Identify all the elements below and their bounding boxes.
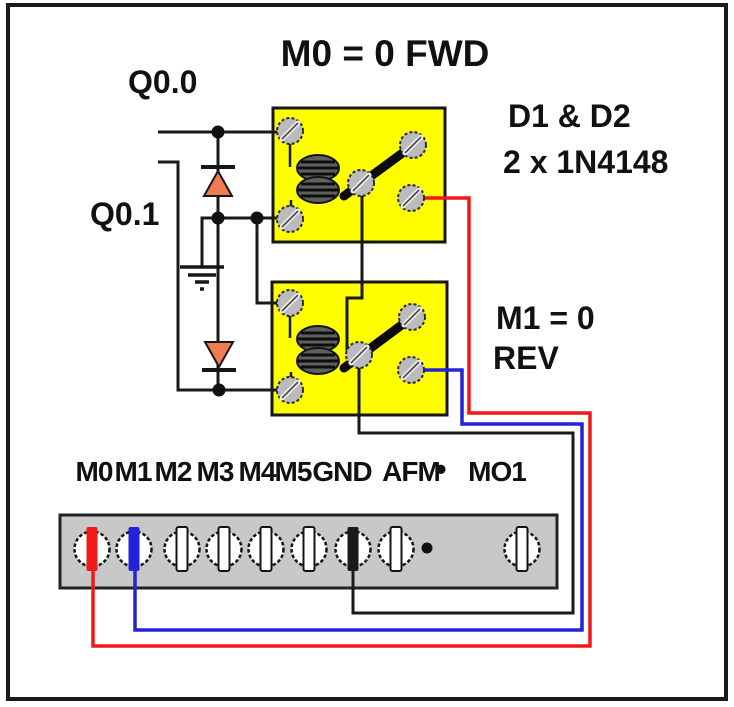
wire-blue-relay2-to-m1 [133, 368, 584, 632]
afm-label-bullet: • [435, 451, 447, 487]
diode-d1-icon [201, 165, 235, 197]
terminal-m5 [290, 526, 328, 572]
label-diodes-line1: D1 & D2 [508, 98, 631, 134]
relay2-screw-coil-top [276, 289, 304, 317]
diode-d2-icon [202, 341, 236, 372]
relay-coil-connectors [288, 144, 293, 380]
afm-block-dot-icon [421, 542, 433, 554]
wire-q01 [158, 160, 290, 392]
relay1-coil [296, 154, 340, 204]
terminal-label-m2: M2 [154, 456, 193, 487]
relay2-screw-nc [398, 303, 426, 331]
terminal-mo1 [503, 526, 541, 572]
label-relay2-line1: M1 = 0 [496, 300, 595, 336]
terminal-label-afm: AFM [382, 456, 441, 487]
relay1-screw-coil-bottom [276, 205, 304, 233]
relay1-screw-common [347, 169, 375, 197]
relay2-coil [296, 325, 340, 375]
relay2-screw-no [397, 356, 425, 384]
page-title: M0 = 0 FWD [280, 33, 490, 74]
junction-dot [211, 125, 225, 139]
label-diodes-line2: 2 x 1N4148 [503, 144, 669, 180]
terminal-label-mo1: MO1 [468, 456, 527, 487]
terminal-m4 [247, 526, 285, 572]
terminal-label-gnd: GND [312, 456, 372, 487]
terminal-m1 [115, 527, 153, 571]
terminal-label-m5: M5 [274, 456, 313, 487]
relay2-screw-coil-bottom [276, 376, 304, 404]
relay1-screw-coil-top [276, 117, 304, 145]
terminal-m0 [73, 527, 111, 571]
terminal-m2 [163, 526, 201, 572]
relay2-screw-common [345, 341, 373, 369]
terminal-label-m0: M0 [75, 456, 114, 487]
diagram-border [6, 3, 728, 701]
junction-dot [250, 211, 264, 225]
junction-dot [212, 383, 226, 397]
relay1-screw-nc [399, 131, 427, 159]
label-q01: Q0.1 [90, 196, 160, 232]
terminal-label-m3: M3 [196, 456, 235, 487]
label-q00: Q0.0 [128, 64, 198, 100]
wire-red-relay1-to-m0 [91, 196, 592, 648]
terminal-afm [377, 526, 415, 572]
label-relay2-line2: REV [493, 340, 559, 376]
relay1-screw-no [397, 184, 425, 212]
wire-common-to-gnd [351, 356, 575, 615]
terminal-gnd [334, 527, 372, 571]
terminal-label-m1: M1 [114, 456, 153, 487]
terminal-m3 [205, 526, 243, 572]
junction-dot [211, 211, 225, 225]
ground-symbol-icon [180, 265, 224, 291]
terminal-label-m4: M4 [238, 456, 277, 487]
